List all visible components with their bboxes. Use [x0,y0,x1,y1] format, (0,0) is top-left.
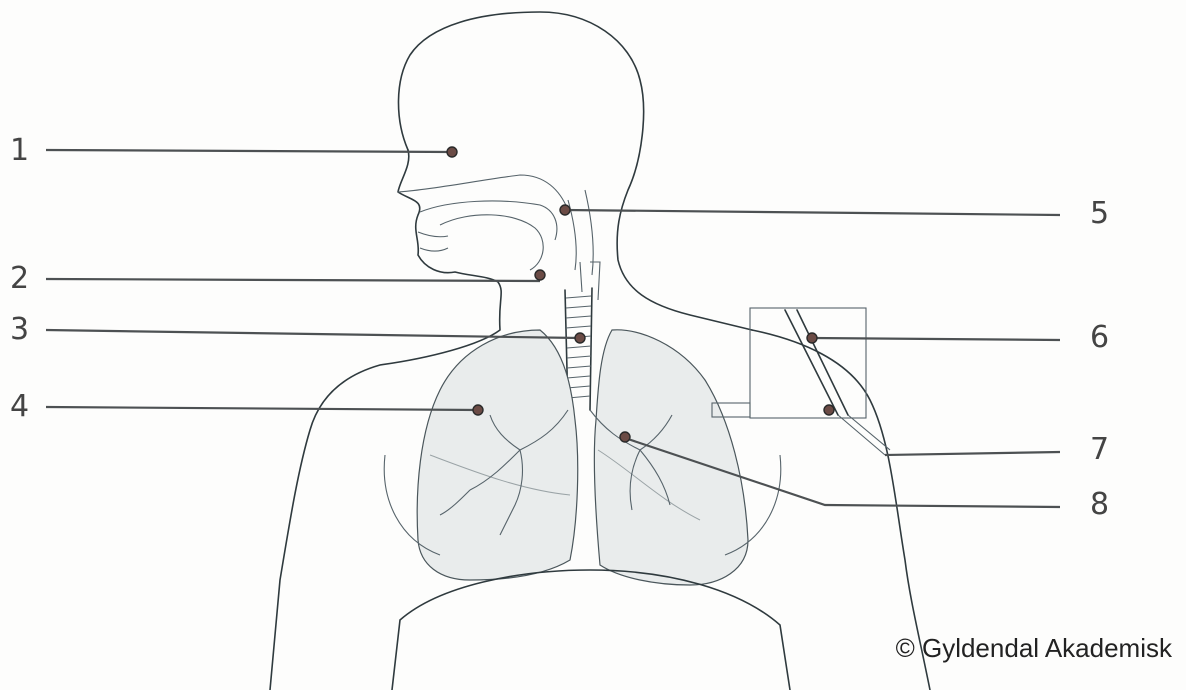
diaphragm [392,570,790,690]
marker-3 [575,333,585,343]
pharynx [568,190,593,275]
marker-1 [447,147,457,157]
mouth-teeth [418,232,448,251]
label-2: 2 [10,264,29,294]
marker-5 [560,205,570,215]
leader-7 [885,452,1060,455]
marker-8 [620,432,630,442]
leader-2 [46,279,540,281]
leader-3 [46,330,580,338]
marker-7 [824,405,834,415]
marker-2 [535,270,545,280]
label-8: 8 [1090,490,1109,520]
label-1: 1 [10,136,29,166]
leader-4 [46,407,478,410]
right-lung [594,330,748,585]
label-7: 7 [1090,435,1109,465]
palate [420,201,557,240]
leader-1 [46,150,452,152]
label-3: 3 [10,315,29,345]
marker-6 [807,333,817,343]
inset-box [750,308,866,418]
nasal-cavity [398,175,568,210]
head-outline [398,12,752,330]
leader-6 [812,338,1060,340]
tongue [440,215,543,270]
leader-5 [565,210,1060,215]
esophagus [580,262,600,300]
label-5: 5 [1090,199,1109,229]
copyright-notice: © Gyldendal Akademisk [896,633,1172,664]
label-4: 4 [10,392,29,422]
marker-4 [473,405,483,415]
label-6: 6 [1090,323,1109,353]
inset-vessel [785,310,848,415]
left-lung [417,330,578,580]
